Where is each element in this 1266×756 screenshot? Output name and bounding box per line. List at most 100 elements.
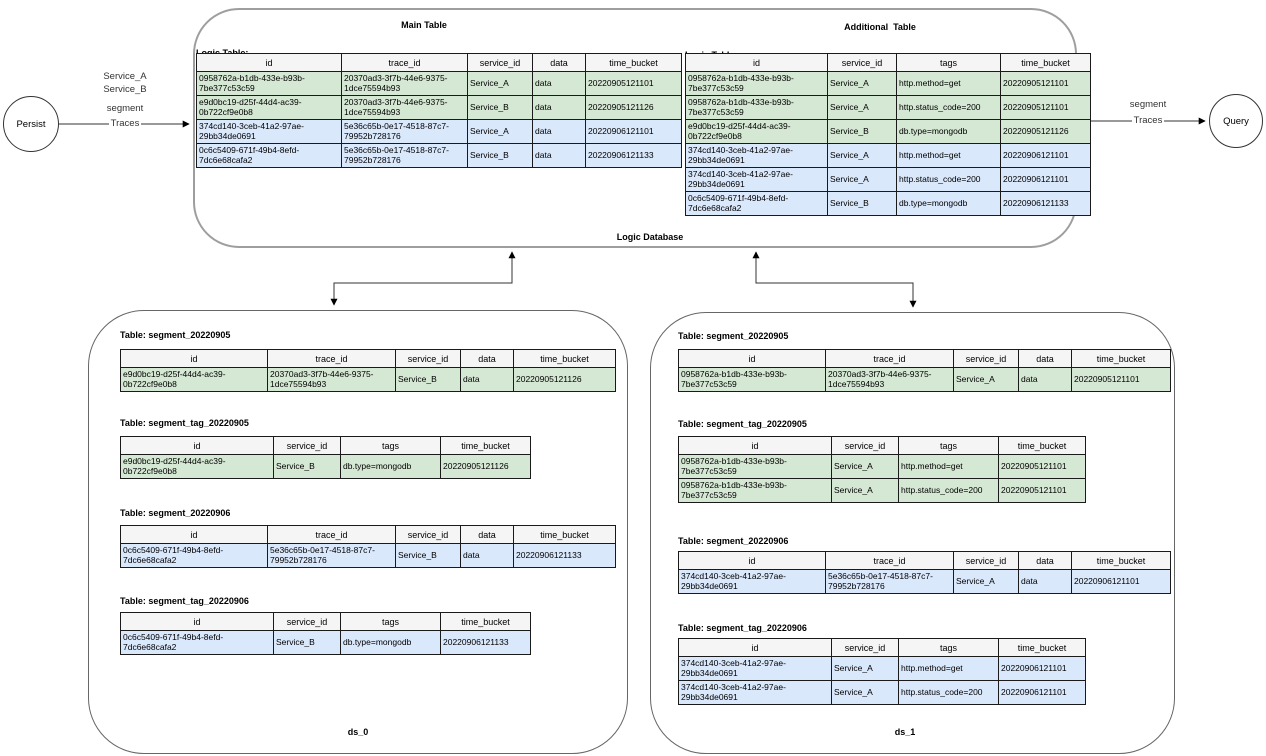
- column-header: service_id: [831, 638, 899, 657]
- table-cell: 20220906121101: [585, 119, 682, 144]
- column-header: service_id: [831, 436, 899, 455]
- column-header: time_bucket: [513, 525, 616, 544]
- table-cell: db.type=mongodb: [340, 630, 441, 655]
- ds0-segment-tag-20220905-title: Table: segment_tag_20220905: [120, 418, 249, 428]
- ds0-segment-20220905-title: Table: segment_20220905: [120, 330, 231, 340]
- ds1-segment-20220906-title: Table: segment_20220906: [678, 536, 789, 546]
- table-cell: 374cd140-3ceb-41a2-97ae-29bb34de0691: [685, 167, 828, 192]
- table-cell: 0958762a-b1db-433e-b93b-7be377c53c59: [685, 95, 828, 120]
- table-cell: 0958762a-b1db-433e-b93b-7be377c53c59: [685, 71, 828, 96]
- column-header: id: [678, 436, 832, 455]
- table-cell: e9d0bc19-d25f-44d4-ac39-0b722cf9e0b8: [120, 454, 274, 479]
- table-cell: Service_A: [953, 367, 1019, 392]
- table-cell: 20220905121101: [1000, 95, 1091, 120]
- column-header: service_id: [953, 551, 1019, 570]
- table-cell: Service_A: [831, 454, 899, 479]
- table-cell: 20220905121101: [1000, 71, 1091, 96]
- table-cell: http.method=get: [898, 454, 999, 479]
- table-cell: 20220906121101: [1071, 569, 1171, 594]
- table-cell: 374cd140-3ceb-41a2-97ae-29bb34de0691: [678, 680, 832, 705]
- column-header: time_bucket: [1071, 551, 1171, 570]
- table-cell: 20220905121126: [585, 95, 682, 120]
- table-cell: Service_B: [467, 143, 533, 168]
- flow-label-traces-right-text: Traces: [1131, 115, 1165, 126]
- column-header: service_id: [467, 53, 533, 72]
- logic-database-label: Logic Database: [616, 232, 684, 242]
- table-cell: 20220906121101: [998, 680, 1086, 705]
- table-cell: 0958762a-b1db-433e-b93b-7be377c53c59: [678, 367, 826, 392]
- logicdb-ds0-connector: [330, 251, 516, 306]
- table-cell: 5e36c65b-0e17-4518-87c7-79952b728176: [341, 119, 468, 144]
- table-cell: data: [532, 71, 586, 96]
- column-header: time_bucket: [440, 436, 531, 455]
- table-cell: 0c6c5409-671f-49b4-8efd-7dc6e68cafa2: [685, 191, 828, 216]
- query-node: Query: [1209, 94, 1263, 148]
- table-cell: 374cd140-3ceb-41a2-97ae-29bb34de0691: [678, 656, 832, 681]
- column-header: trace_id: [825, 551, 954, 570]
- column-header: time_bucket: [513, 349, 616, 368]
- flow-label-segment-right: segment: [1129, 99, 1167, 110]
- column-header: tags: [898, 638, 999, 657]
- table-cell: http.status_code=200: [898, 680, 999, 705]
- table-cell: Service_B: [827, 191, 897, 216]
- column-header: time_bucket: [440, 612, 531, 631]
- table-cell: 5e36c65b-0e17-4518-87c7-79952b728176: [267, 543, 396, 568]
- table-cell: Service_A: [831, 656, 899, 681]
- table-cell: data: [532, 119, 586, 144]
- additional-table-title: Additional Table: [844, 22, 916, 32]
- flow-label-traces-left-text: Traces: [108, 118, 142, 129]
- table-cell: Service_B: [273, 630, 341, 655]
- query-node-label: Query: [1223, 115, 1249, 127]
- table-cell: 374cd140-3ceb-41a2-97ae-29bb34de0691: [685, 143, 828, 168]
- table-cell: Service_A: [827, 167, 897, 192]
- table-cell: e9d0bc19-d25f-44d4-ac39-0b722cf9e0b8: [685, 119, 828, 144]
- column-header: trace_id: [267, 349, 396, 368]
- column-header: id: [196, 53, 342, 72]
- column-header: time_bucket: [1000, 53, 1091, 72]
- logicdb-ds1-connector: [752, 251, 917, 308]
- table-cell: Service_B: [273, 454, 341, 479]
- table-cell: db.type=mongodb: [340, 454, 441, 479]
- table-cell: 20220906121133: [513, 543, 616, 568]
- table-cell: 0c6c5409-671f-49b4-8efd-7dc6e68cafa2: [120, 543, 268, 568]
- column-header: data: [460, 349, 514, 368]
- persist-node: Persist: [3, 96, 59, 152]
- column-header: tags: [898, 436, 999, 455]
- column-header: id: [678, 349, 826, 368]
- table-cell: 20220905121126: [513, 367, 616, 392]
- table-cell: Service_A: [827, 143, 897, 168]
- persist-node-label: Persist: [16, 118, 46, 130]
- table-cell: Service_B: [395, 367, 461, 392]
- table-cell: Service_A: [827, 95, 897, 120]
- table-cell: http.method=get: [898, 656, 999, 681]
- table-cell: 0958762a-b1db-433e-b93b-7be377c53c59: [678, 478, 832, 503]
- table-cell: db.type=mongodb: [896, 119, 1001, 144]
- column-header: id: [120, 525, 268, 544]
- ds1-segment-20220905-title: Table: segment_20220905: [678, 331, 789, 341]
- column-header: trace_id: [341, 53, 468, 72]
- table-cell: 20220906121101: [1000, 167, 1091, 192]
